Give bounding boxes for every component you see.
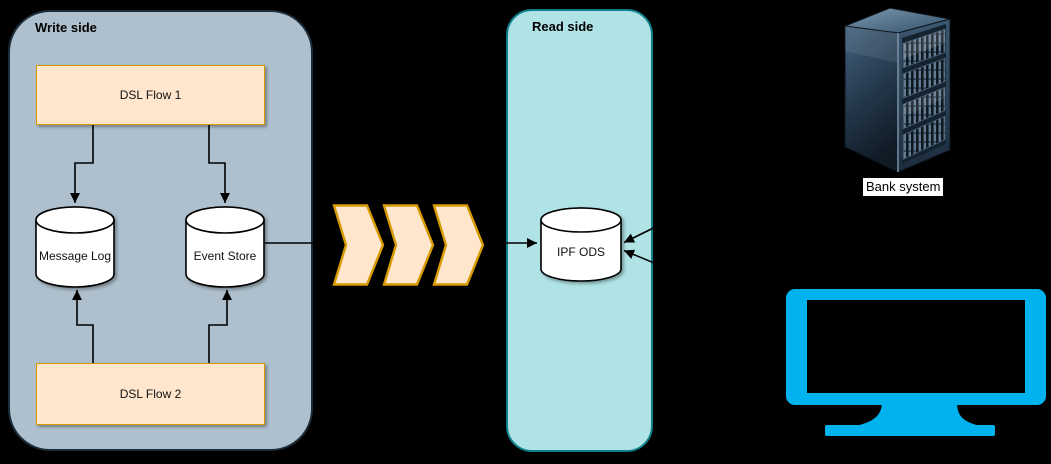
database-cylinder-icon <box>35 206 115 288</box>
chevron-right-icon <box>382 204 435 286</box>
message-log-label: Message Log <box>38 249 112 263</box>
write-side-title: Write side <box>35 20 97 35</box>
node-dsl-flow-2: DSL Flow 2 <box>36 363 265 425</box>
node-ipf-ods: IPF ODS <box>540 207 622 282</box>
read-side-title: Read side <box>532 19 594 34</box>
monitor-icon <box>786 289 1046 436</box>
ipf-ods-label: IPF ODS <box>556 245 605 259</box>
chevron-right-icon <box>332 204 385 286</box>
chevron-right-icon <box>432 204 485 286</box>
flow-chevrons-icon <box>332 204 485 286</box>
node-event-store: Event Store <box>185 206 265 288</box>
bank-system-label: Bank system <box>863 178 944 196</box>
dsl-flow-1-label: DSL Flow 1 <box>119 88 182 102</box>
database-cylinder-icon <box>185 206 265 288</box>
node-dsl-flow-1: DSL Flow 1 <box>36 65 265 125</box>
server-rack-icon <box>843 7 951 173</box>
node-message-log: Message Log <box>35 206 115 288</box>
database-cylinder-icon <box>540 207 622 282</box>
dsl-flow-2-label: DSL Flow 2 <box>119 387 182 401</box>
event-store-label: Event Store <box>193 249 257 263</box>
